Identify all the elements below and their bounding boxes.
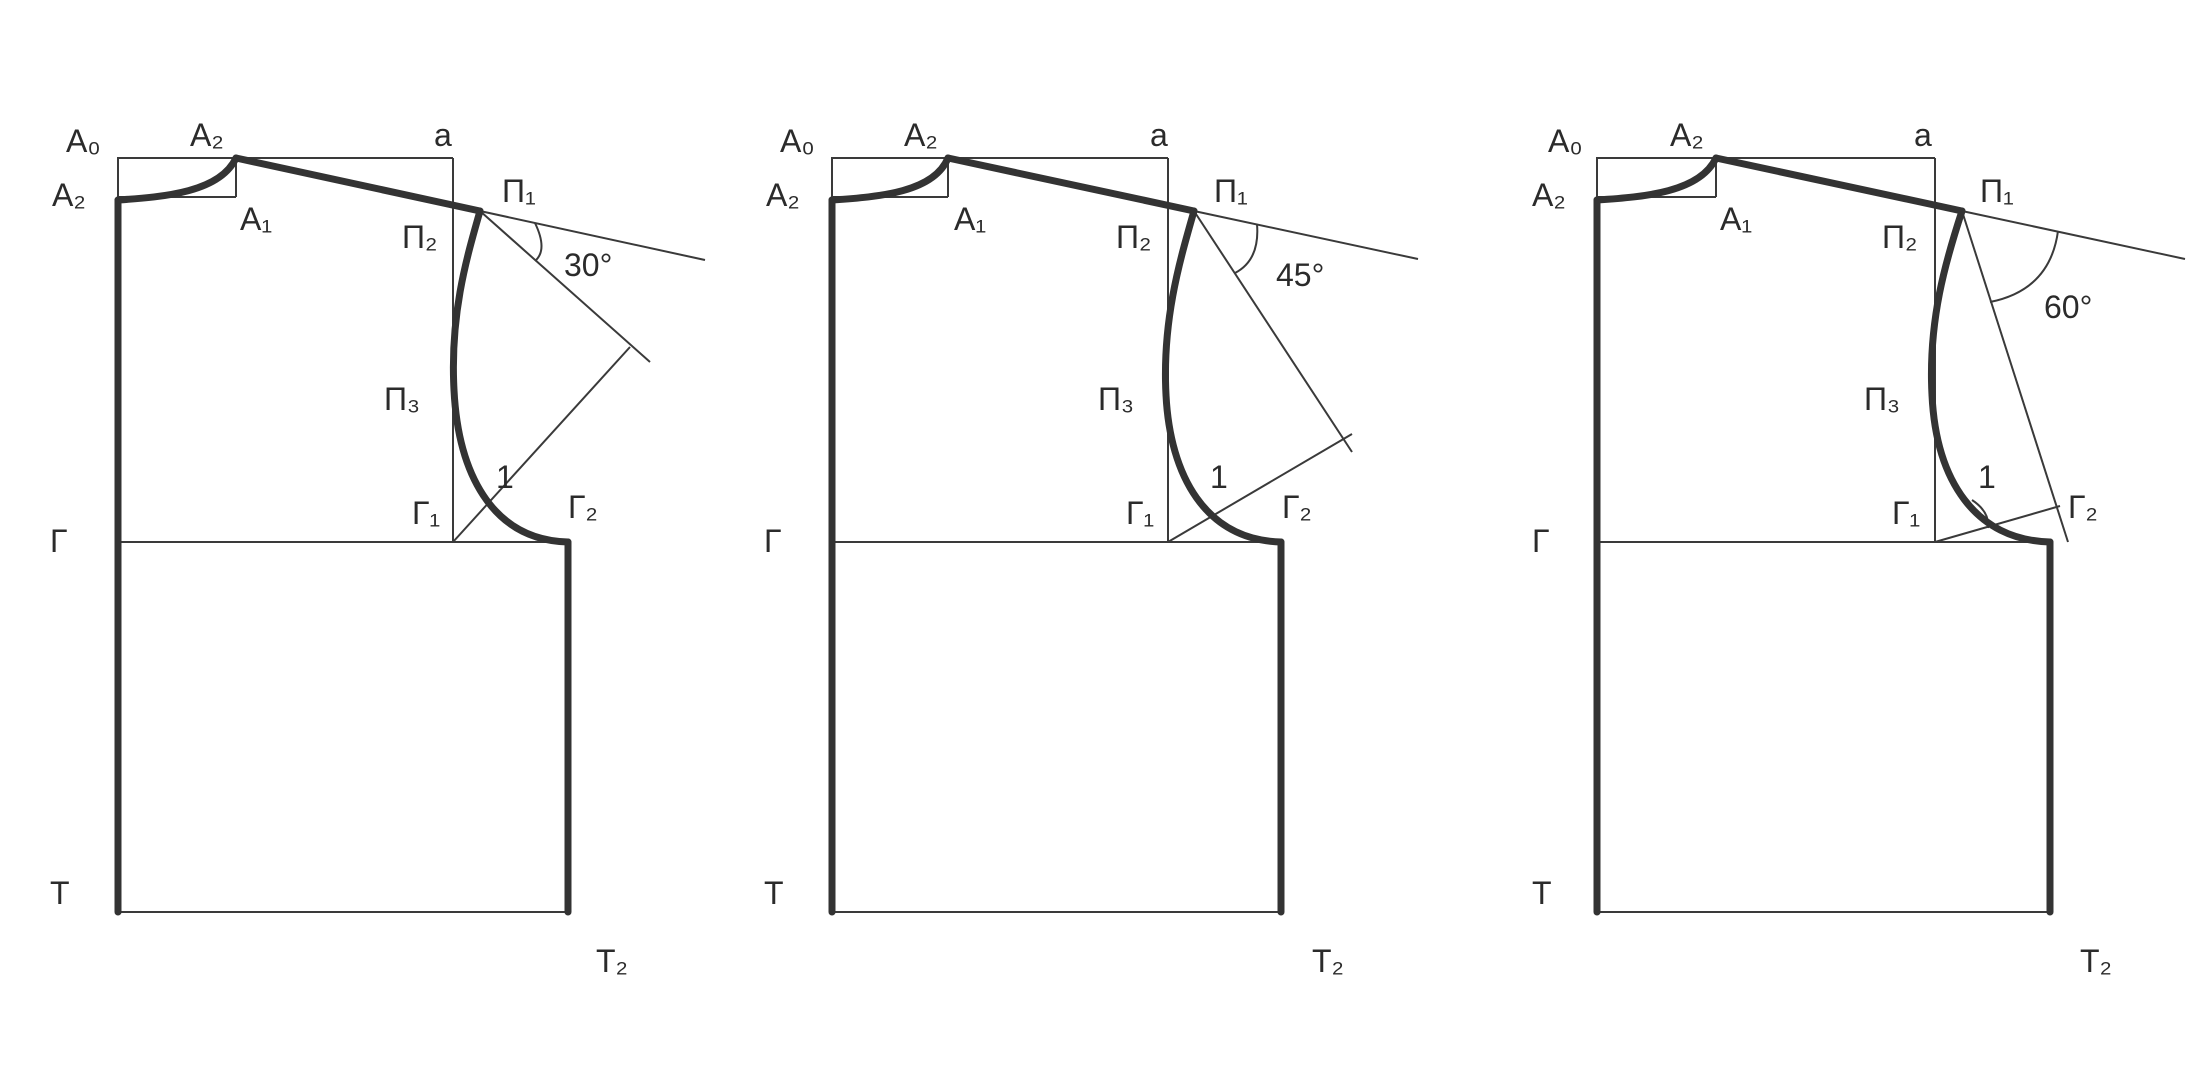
label-p3: П₃ <box>384 381 420 417</box>
label-a: a <box>1150 117 1168 153</box>
label-t2: Т₂ <box>1312 943 1344 979</box>
label-a1: A₁ <box>954 201 986 237</box>
point-labels: A₀ A₂ a A₂ A₁ П₁ П₂ П₃ 45° 1 Г Г₁ Г₂ Т Т… <box>764 117 1344 979</box>
neckline-curve <box>1593 154 1720 204</box>
label-g1: Г₁ <box>412 495 440 531</box>
a0-rectangle <box>831 157 948 200</box>
shoulder-line <box>944 154 1198 215</box>
angle-arc <box>1989 230 2059 303</box>
label-a0: A₀ <box>780 123 815 159</box>
diagram-30: A₀ A₂ a A₂ A₁ П₁ П₂ П₃ 30° 1 Г Г₁ Г₂ Т Т… <box>50 117 706 979</box>
garment-outline <box>1593 154 2054 916</box>
label-g2: Г₂ <box>568 489 598 525</box>
angle-arc <box>534 222 543 262</box>
diagram-60: A₀ A₂ a A₂ A₁ П₁ П₂ П₃ 60° 1 Г Г₁ Г₂ Т Т… <box>1532 117 2186 979</box>
label-a1: A₁ <box>240 201 272 237</box>
label-a2-left: A₂ <box>52 177 86 213</box>
label-p3: П₃ <box>1864 381 1900 417</box>
garment-outline <box>828 154 1285 916</box>
label-angle: 45° <box>1276 257 1324 293</box>
point-labels: A₀ A₂ a A₂ A₁ П₁ П₂ П₃ 60° 1 Г Г₁ Г₂ Т Т… <box>1532 117 2112 979</box>
label-t: Т <box>1532 875 1552 911</box>
diagram-45: A₀ A₂ a A₂ A₁ П₁ П₂ П₃ 45° 1 Г Г₁ Г₂ Т Т… <box>764 117 1419 979</box>
label-a2-left: A₂ <box>1532 177 1566 213</box>
label-t2: Т₂ <box>596 943 628 979</box>
angle-ray <box>479 210 651 363</box>
a0-rectangle <box>1596 157 1716 200</box>
shoulder-extension <box>1961 210 2186 260</box>
label-a: a <box>1914 117 1932 153</box>
construction-lines <box>1596 157 2186 913</box>
angle-ray <box>1961 210 2069 543</box>
armhole-curve <box>449 207 572 546</box>
label-t: Т <box>764 875 784 911</box>
angle-ray <box>1193 210 1353 453</box>
armhole-curve <box>1161 207 1285 546</box>
point-labels: A₀ A₂ a A₂ A₁ П₁ П₂ П₃ 30° 1 Г Г₁ Г₂ Т Т… <box>50 117 628 979</box>
construction-lines <box>117 157 706 913</box>
neckline-curve <box>828 154 952 204</box>
neckline-curve <box>114 154 240 204</box>
label-one: 1 <box>496 459 514 495</box>
angle-arc <box>1234 223 1259 274</box>
label-a2-top: A₂ <box>190 117 224 153</box>
label-a2-top: A₂ <box>1670 117 1704 153</box>
label-p2: П₂ <box>402 219 437 255</box>
label-t2: Т₂ <box>2080 943 2112 979</box>
shoulder-line <box>232 154 484 215</box>
label-a2-left: A₂ <box>766 177 800 213</box>
bisector <box>1167 433 1353 543</box>
bisector <box>452 346 631 543</box>
shoulder-extension <box>1193 210 1419 260</box>
label-one: 1 <box>1210 459 1228 495</box>
label-one: 1 <box>1978 459 1996 495</box>
label-g: Г <box>50 523 67 559</box>
label-g2: Г₂ <box>1282 489 1312 525</box>
garment-outline <box>114 154 572 916</box>
label-a: a <box>434 117 452 153</box>
a0-rectangle <box>117 157 236 200</box>
label-t: Т <box>50 875 70 911</box>
label-p2: П₂ <box>1882 219 1917 255</box>
label-a0: A₀ <box>66 123 101 159</box>
label-a2-top: A₂ <box>904 117 938 153</box>
bisector <box>1934 505 2061 543</box>
label-g1: Г₁ <box>1892 495 1920 531</box>
label-angle: 60° <box>2044 289 2092 325</box>
label-p3: П₃ <box>1098 381 1134 417</box>
shoulder-line <box>1712 154 1966 215</box>
shoulder-extension <box>479 210 706 261</box>
label-p1: П₁ <box>1980 173 2014 209</box>
label-g: Г <box>1532 523 1549 559</box>
label-p2: П₂ <box>1116 219 1151 255</box>
label-a0: A₀ <box>1548 123 1583 159</box>
construction-lines <box>831 157 1419 913</box>
armhole-curve <box>1927 207 2054 546</box>
label-g1: Г₁ <box>1126 495 1154 531</box>
label-g: Г <box>764 523 781 559</box>
label-p1: П₁ <box>1214 173 1248 209</box>
label-g2: Г₂ <box>2068 489 2098 525</box>
label-p1: П₁ <box>502 173 536 209</box>
label-angle: 30° <box>564 247 612 283</box>
label-a1: A₁ <box>1720 201 1752 237</box>
